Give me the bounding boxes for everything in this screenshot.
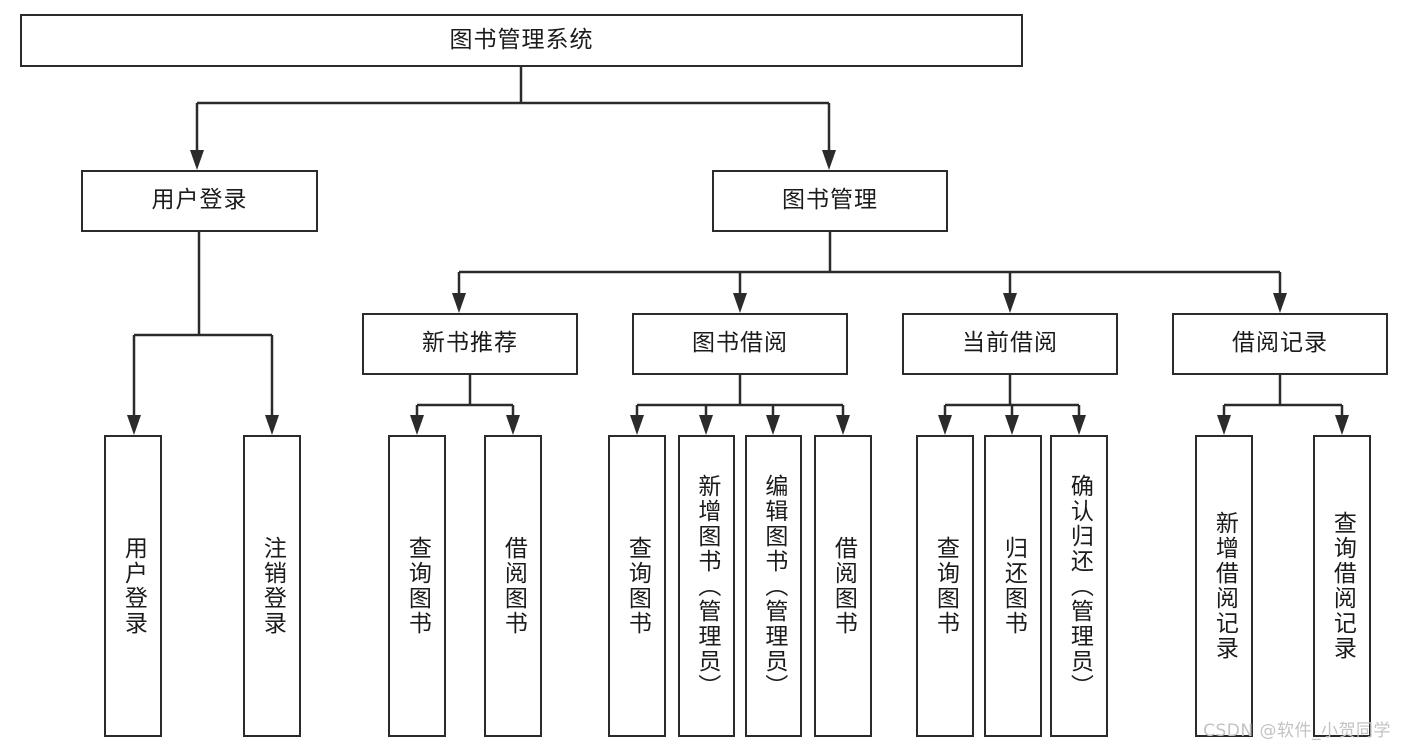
node-book-manage[interactable]: 图书管理 [712,170,948,232]
node-leaf-query-book-1[interactable]: 查询图书 [388,435,446,737]
node-leaf-query-record[interactable]: 查询借阅记录 [1313,435,1371,737]
node-leaf-query-book-3[interactable]: 查询图书 [916,435,974,737]
node-label: 注销登录 [259,536,286,636]
node-label: 新增借阅记录 [1211,511,1238,661]
node-leaf-edit-book[interactable]: 编辑图书（管理员） [745,435,802,737]
node-book-borrow[interactable]: 图书借阅 [632,313,848,375]
node-label: 确认归还（管理员） [1066,473,1093,699]
arrow-head [1335,415,1349,435]
node-label: 查询借阅记录 [1329,511,1356,661]
arrow-head [766,415,780,435]
node-leaf-borrow-book-1[interactable]: 借阅图书 [484,435,542,737]
node-label: 归还图书 [1000,536,1027,636]
arrow-head [836,415,850,435]
arrow-head [506,415,520,435]
node-label: 查询图书 [624,536,651,636]
node-label: 查询图书 [932,536,959,636]
arrow-head [733,293,747,313]
node-leaf-borrow-book-2[interactable]: 借阅图书 [814,435,872,737]
node-current-borrow[interactable]: 当前借阅 [902,313,1118,375]
node-label: 借阅图书 [500,536,527,636]
node-borrow-record[interactable]: 借阅记录 [1172,313,1388,375]
arrow-head [1003,293,1017,313]
watermark-text: CSDN @软件_小贺同学 [1203,721,1391,741]
node-label: 图书管理 [782,187,878,214]
node-root[interactable]: 图书管理系统 [20,14,1023,67]
node-leaf-add-record[interactable]: 新增借阅记录 [1195,435,1253,737]
arrow-head [1273,293,1287,313]
node-label: 图书借阅 [692,330,788,357]
arrow-head [127,415,141,435]
arrow-head [1217,415,1231,435]
node-label: 借阅图书 [830,536,857,636]
node-label: 新书推荐 [422,330,518,357]
node-user-login[interactable]: 用户登录 [81,170,318,232]
arrow-head [699,415,713,435]
node-label: 借阅记录 [1232,330,1328,357]
node-leaf-query-book-2[interactable]: 查询图书 [608,435,666,737]
node-label: 查询图书 [404,536,431,636]
node-leaf-confirm-ret[interactable]: 确认归还（管理员） [1050,435,1108,737]
node-leaf-user-login[interactable]: 用户登录 [104,435,162,737]
node-leaf-add-book[interactable]: 新增图书（管理员） [678,435,735,737]
node-leaf-return-book[interactable]: 归还图书 [984,435,1042,737]
arrow-head [452,293,466,313]
node-leaf-logout[interactable]: 注销登录 [243,435,301,737]
arrow-head [410,415,424,435]
node-label: 用户登录 [151,187,248,214]
node-label: 图书管理系统 [449,26,594,53]
node-label: 用户登录 [120,536,147,636]
node-label: 新增图书（管理员） [693,473,720,699]
node-label: 编辑图书（管理员） [760,473,787,699]
arrow-head [265,415,279,435]
arrow-head [822,150,836,170]
node-new-book-rec[interactable]: 新书推荐 [362,313,578,375]
node-label: 当前借阅 [962,330,1058,357]
arrow-head [630,415,644,435]
arrow-head [938,415,952,435]
arrow-head [190,150,204,170]
arrow-head [1005,415,1019,435]
arrow-head [1072,415,1086,435]
